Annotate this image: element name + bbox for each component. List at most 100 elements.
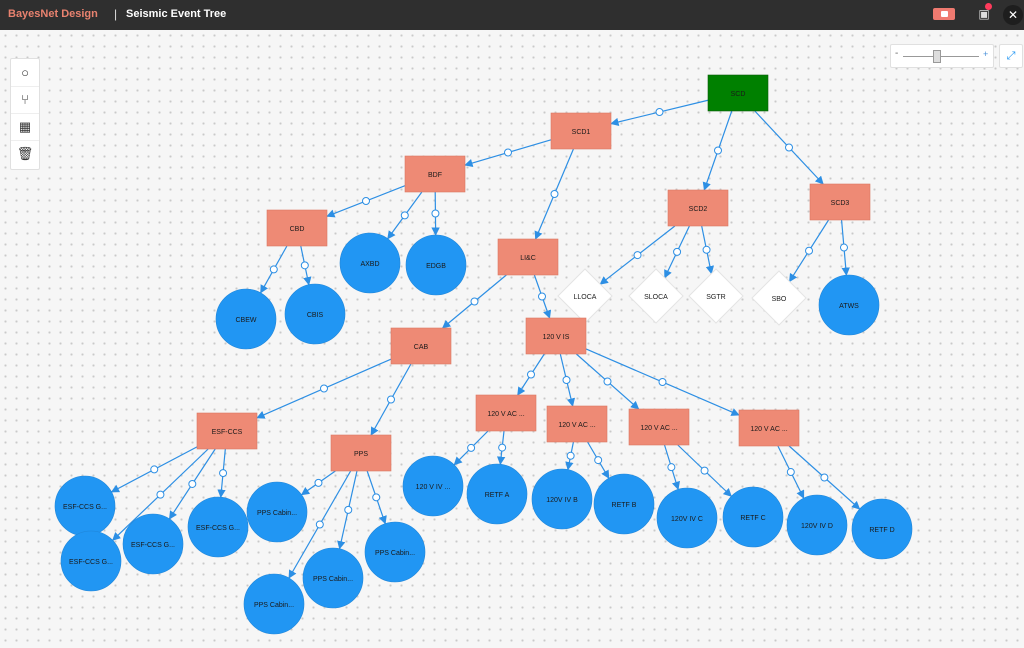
edge-lic-v120is[interactable]	[533, 274, 552, 319]
edge-handle	[156, 490, 165, 499]
edge-scd2-sgtr[interactable]	[701, 225, 715, 275]
edge-v120is-ac4[interactable]	[585, 348, 740, 416]
fit-view-icon[interactable]: ⤢	[999, 44, 1023, 68]
node-sloca[interactable]: SLOCA	[628, 268, 684, 324]
edge-scd3-sbo[interactable]	[788, 219, 830, 283]
edge-ac4-ivD[interactable]	[777, 445, 805, 499]
node-scd3[interactable]: SCD3	[809, 183, 871, 221]
node-ac1[interactable]: 120 V AC ...	[475, 394, 537, 432]
edge-scd-scd2[interactable]	[702, 110, 733, 191]
node-sgtr[interactable]: SGTR	[688, 268, 744, 324]
node-cbew[interactable]: CBEW	[215, 288, 277, 350]
branch-icon[interactable]: ⑂	[11, 86, 39, 114]
node-esf4[interactable]: ESF-CCS G...	[60, 530, 122, 592]
node-pps1[interactable]: PPS Cabin...	[246, 481, 308, 543]
node-retfA[interactable]: RETF A	[466, 463, 528, 525]
edge-ac4-retfD[interactable]	[788, 445, 861, 510]
trash-icon[interactable]: 🗑	[16, 146, 34, 161]
node-lloca[interactable]: LLOCA	[557, 268, 613, 324]
node-esf1[interactable]: ESF-CCS G...	[54, 475, 116, 537]
node-ac4[interactable]: 120 V AC ...	[738, 409, 800, 447]
node-esf3[interactable]: ESF-CCS G...	[187, 496, 249, 558]
node-shape	[284, 283, 346, 345]
node-sbo[interactable]: SBO	[751, 270, 807, 326]
node-label: CBIS	[307, 312, 324, 319]
node-ivC[interactable]: 120V IV C	[656, 487, 718, 549]
node-cab[interactable]: CAB	[390, 327, 452, 365]
edge-ac2-retfB[interactable]	[587, 441, 610, 479]
table-icon[interactable]: ▦	[11, 113, 39, 141]
node-scd[interactable]: SCD	[707, 74, 769, 112]
edge-cab-pps[interactable]	[370, 363, 412, 436]
edge-v120is-ac1[interactable]	[517, 353, 545, 396]
edge-scd2-lloca[interactable]	[599, 225, 676, 285]
edge-cbd-cbew[interactable]	[260, 245, 288, 294]
node-retfD[interactable]: RETF D	[851, 498, 913, 560]
node-lic[interactable]: LI&C	[497, 238, 559, 276]
zoom-slider-thumb[interactable]	[932, 50, 941, 63]
edge-handle	[714, 146, 722, 155]
node-atws[interactable]: ATWS	[818, 274, 880, 336]
node-cbd[interactable]: CBD	[266, 209, 328, 247]
node-ivD[interactable]: 120V IV D	[786, 494, 848, 556]
close-icon[interactable]: ✕	[1003, 5, 1023, 25]
edge-pps-pps2[interactable]	[337, 470, 358, 550]
edge-scd1-bdf[interactable]	[464, 139, 552, 168]
zoom-track[interactable]	[903, 56, 979, 57]
edge-esfccs-esf2[interactable]	[168, 448, 216, 520]
node-ivB[interactable]: 120V IV B	[531, 468, 593, 530]
edge-handle	[150, 465, 159, 474]
zoom-out-button[interactable]: -	[895, 48, 899, 59]
node-edgb[interactable]: EDGB	[405, 234, 467, 296]
node-retfB[interactable]: RETF B	[593, 473, 655, 535]
node-v120is[interactable]: 120 V IS	[525, 317, 587, 355]
node-axbd[interactable]: AXBD	[339, 232, 401, 294]
edge-pps-pps3[interactable]	[366, 470, 387, 525]
edge-ac3-ivC[interactable]	[663, 444, 680, 491]
edge-scd-scd3[interactable]	[754, 110, 824, 185]
node-ac2[interactable]: 120 V AC ...	[546, 405, 608, 443]
node-cbis[interactable]: CBIS	[284, 283, 346, 345]
node-scd1[interactable]: SCD1	[550, 112, 612, 150]
edge-scd1-lic[interactable]	[534, 148, 574, 240]
record-icon[interactable]	[933, 8, 955, 20]
edge-lic-cab[interactable]	[441, 274, 507, 329]
edge-scd-scd1[interactable]	[610, 99, 709, 127]
edge-pps-pps1[interactable]	[300, 470, 336, 496]
edge-bdf-axbd[interactable]	[387, 191, 423, 240]
node-pps4[interactable]: PPS Cabin...	[243, 573, 305, 635]
save-icon[interactable]: ▣	[978, 7, 990, 21]
node-ivA[interactable]: 120 V IV ...	[402, 455, 464, 517]
edge-cbd-cbis[interactable]	[300, 245, 312, 286]
edge-ac1-retfA[interactable]	[496, 430, 507, 466]
node-retfC[interactable]: RETF C	[722, 486, 784, 548]
edge-esfccs-esf3[interactable]	[217, 448, 228, 498]
edge-esfccs-esf1[interactable]	[110, 446, 198, 493]
edge-v120is-ac2[interactable]	[559, 353, 576, 407]
edge-bdf-cbd[interactable]	[326, 185, 406, 218]
node-shape	[330, 434, 392, 472]
edge-v120is-ac3[interactable]	[575, 353, 640, 410]
edge-ac2-ivB[interactable]	[565, 441, 575, 471]
edge-esfccs-esf4[interactable]	[112, 448, 209, 541]
node-esf2[interactable]: ESF-CCS G...	[122, 513, 184, 575]
edge-scd3-atws[interactable]	[839, 219, 850, 276]
edge-ac1-ivA[interactable]	[453, 430, 489, 466]
add-node-icon[interactable]: ○	[11, 59, 39, 87]
edge-ac3-retfC[interactable]	[677, 444, 732, 497]
node-pps[interactable]: PPS	[330, 434, 392, 472]
node-pps2[interactable]: PPS Cabin...	[302, 547, 364, 609]
node-scd2[interactable]: SCD2	[667, 189, 729, 227]
edge-scd2-sloca[interactable]	[664, 225, 690, 279]
node-shape	[497, 238, 559, 276]
edge-bdf-edgb[interactable]	[431, 191, 440, 236]
node-ac3[interactable]: 120 V AC ...	[628, 408, 690, 446]
zoom-in-button[interactable]: +	[983, 49, 989, 59]
edge-pps-pps4[interactable]	[288, 470, 352, 579]
node-pps3[interactable]: PPS Cabin...	[364, 521, 426, 583]
node-esfccs[interactable]: ESF-CCS	[196, 412, 258, 450]
edge-cab-esfccs[interactable]	[256, 358, 392, 419]
node-bdf[interactable]: BDF	[404, 155, 466, 193]
node-label: 120 V AC ...	[750, 426, 787, 433]
